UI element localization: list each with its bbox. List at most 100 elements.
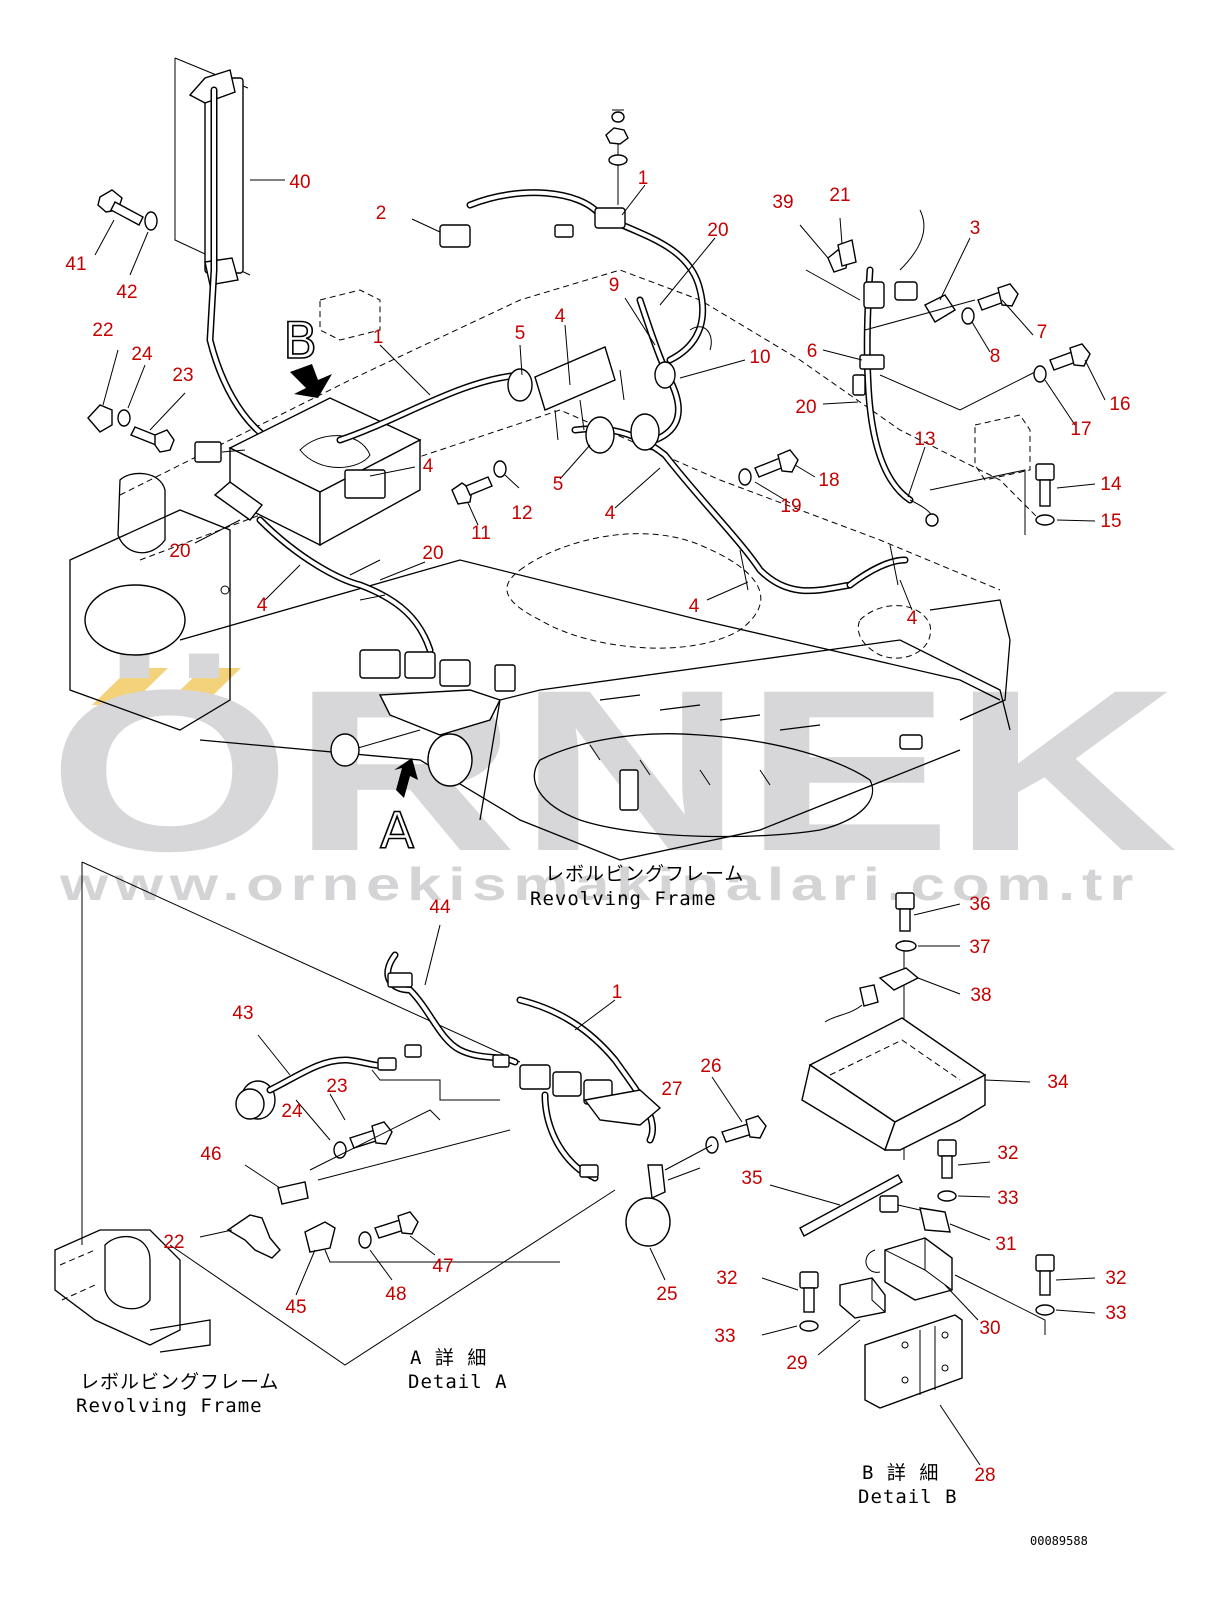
callout-8: 8 (990, 346, 1001, 367)
callout-9: 9 (609, 275, 620, 296)
callout-29: 29 (786, 1353, 807, 1374)
view-arrow-a: A (379, 758, 418, 861)
callout-5: 5 (553, 474, 564, 495)
relay-30 (865, 1237, 953, 1301)
washer-24-detail (333, 1141, 347, 1159)
clip-38 (878, 967, 920, 991)
callout-1: 1 (612, 982, 623, 1003)
view-letter-a: A (380, 802, 414, 860)
relay-31 (879, 1195, 951, 1233)
caption-detail-b-jp: B 詳 細 (862, 1462, 939, 1484)
bracket-45 (304, 1221, 336, 1253)
harness-1-detail (516, 996, 662, 1182)
bolt-41 (97, 189, 144, 226)
bolt-16 (1049, 343, 1091, 371)
bolt-32-right (1035, 1254, 1055, 1296)
callout-20: 20 (707, 220, 728, 241)
washer-17 (1033, 365, 1047, 383)
detail-a-frame-fragment (54, 1229, 211, 1353)
leader-lines-detail-b (761, 903, 1096, 1466)
callout-41: 41 (65, 254, 86, 275)
caption-revolving-frame-jp-bottom: レボルビングフレーム (80, 1371, 279, 1393)
callout-32: 32 (997, 1143, 1018, 1164)
washer-37 (895, 940, 917, 952)
callout-16: 16 (1109, 394, 1130, 415)
captions: レボルビングフレーム Revolving Frame レボルビングフレーム Re… (76, 863, 1088, 1548)
washer-8 (961, 307, 975, 325)
callout-34: 34 (1047, 1072, 1069, 1093)
caption-detail-a-en: Detail A (408, 1371, 508, 1393)
leader-lines-top (94, 179, 1106, 611)
callout-14: 14 (1100, 474, 1122, 495)
main-assembly-view: B A (69, 57, 1106, 861)
drawing-number: 00089588 (1030, 1534, 1088, 1548)
callout-46: 46 (200, 1144, 221, 1165)
bolt-26 (721, 1115, 767, 1143)
callout-5: 5 (515, 323, 526, 344)
watermark-accent-left (92, 668, 168, 705)
horn-switch-area (330, 649, 501, 787)
bolt-7 (977, 283, 1019, 311)
detail-a-view (54, 861, 767, 1366)
callout-24: 24 (281, 1101, 303, 1122)
bolt-32-upper (937, 1139, 957, 1179)
controller-box (194, 397, 422, 547)
callout-27: 27 (661, 1079, 682, 1100)
callout-48: 48 (385, 1284, 406, 1305)
callout-45: 45 (285, 1297, 306, 1318)
horn-25 (625, 1164, 671, 1247)
relay-29 (839, 1277, 886, 1319)
callout-4: 4 (689, 596, 700, 617)
clamp-brackets (349, 346, 899, 601)
watermark-url: www.ornekismakinalari.com.tr (59, 858, 1140, 910)
watermark-accent-right (165, 668, 241, 705)
view-arrow-b: B (282, 311, 332, 398)
callout-4: 4 (605, 503, 616, 524)
callout-47: 47 (432, 1256, 453, 1277)
washer-19 (738, 468, 752, 486)
washer-33-left (799, 1320, 819, 1332)
washer-24 (117, 409, 131, 427)
callout-35: 35 (741, 1168, 762, 1189)
callout-37: 37 (969, 937, 990, 958)
bolt-23-detail (349, 1121, 393, 1149)
callout-43: 43 (232, 1003, 253, 1024)
callout-21: 21 (829, 185, 850, 206)
callout-4: 4 (257, 595, 268, 616)
callout-32: 32 (1105, 1268, 1126, 1289)
callout-33: 33 (1105, 1303, 1126, 1324)
washer-33-right (1035, 1304, 1055, 1316)
view-letter-b: B (283, 312, 317, 370)
callout-20: 20 (422, 543, 443, 564)
detail-b-view (761, 892, 1096, 1466)
caption-revolving-frame-jp-top: レボルビングフレーム (545, 863, 744, 885)
callout-23: 23 (326, 1076, 347, 1097)
bolt-11 (451, 476, 493, 505)
callout-7: 7 (1037, 322, 1048, 343)
callout-18: 18 (818, 470, 839, 491)
callout-12: 12 (511, 503, 532, 524)
callout-15: 15 (1100, 511, 1121, 532)
bolt-21 (837, 239, 857, 267)
callout-10: 10 (749, 347, 770, 368)
callout-22: 22 (163, 1232, 184, 1253)
washer-48 (358, 1231, 372, 1249)
harness-clamp-40 (174, 57, 274, 444)
washer-15 (1035, 514, 1055, 526)
callout-19: 19 (780, 496, 801, 517)
callout-30: 30 (979, 1318, 1000, 1339)
bolt-14 (1035, 463, 1055, 507)
callout-22: 22 (92, 320, 113, 341)
callout-2: 2 (376, 203, 387, 224)
bracket-22 (87, 404, 113, 433)
strap-35 (799, 1174, 903, 1237)
caption-detail-b-en: Detail B (858, 1486, 958, 1508)
callout-6: 6 (807, 341, 818, 362)
callout-11: 11 (471, 523, 491, 544)
callout-4: 4 (555, 306, 566, 327)
washer-12 (493, 460, 507, 478)
callout-42: 42 (116, 282, 137, 303)
caption-revolving-frame-en-bottom: Revolving Frame (76, 1395, 263, 1417)
callout-3: 3 (970, 218, 981, 239)
